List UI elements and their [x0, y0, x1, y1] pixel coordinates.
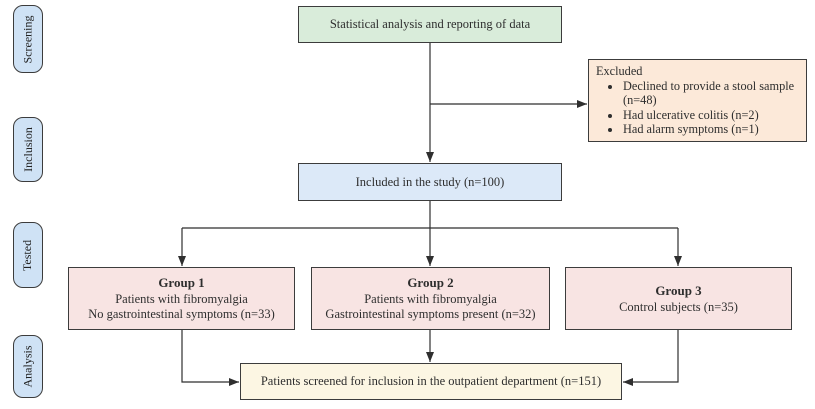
group2-box: Group 2 Patients with fibromyalgia Gastr…	[311, 267, 550, 330]
group2-line: Gastrointestinal symptoms present (n=32)	[325, 307, 536, 321]
stage-pill-inclusion: Inclusion	[13, 117, 43, 182]
excluded-item: Declined to provide a stool sample (n=48…	[622, 79, 800, 108]
excluded-item: Had ulcerative colitis (n=2)	[622, 108, 800, 123]
group3-box: Group 3 Control subjects (n=35)	[565, 267, 792, 330]
stage-pill-analysis: Analysis	[13, 335, 43, 398]
excluded-box: Excluded Declined to provide a stool sam…	[588, 59, 807, 142]
statistical-analysis-label: Statistical analysis and reporting of da…	[329, 17, 531, 31]
group1-line: Patients with fibromyalgia	[115, 292, 248, 306]
group1-box: Group 1 Patients with fibromyalgia No ga…	[68, 267, 295, 330]
group1-title: Group 1	[158, 275, 205, 290]
included-label: Included in the study (n=100)	[355, 174, 505, 189]
group2-title: Group 2	[407, 275, 454, 290]
excluded-item: Had alarm symptoms (n=1)	[622, 122, 800, 137]
stage-pill-screening: Screening	[13, 5, 43, 73]
stage-pill-tested-label: Tested	[20, 239, 35, 271]
group1-line: No gastrointestinal symptoms (n=33)	[88, 307, 275, 321]
stage-pill-analysis-label: Analysis	[20, 345, 35, 388]
excluded-title: Excluded	[596, 64, 643, 78]
connector-group1-to-screened	[181, 330, 239, 386]
stage-pill-screening-label: Screening	[20, 15, 35, 63]
group3-line: Control subjects (n=35)	[619, 299, 738, 314]
connector-group3-to-screened	[623, 330, 679, 386]
included-box: Included in the study (n=100)	[298, 163, 562, 201]
statistical-analysis-box: Statistical analysis and reporting of da…	[298, 6, 562, 43]
screened-label: Patients screened for inclusion in the o…	[260, 374, 602, 388]
group3-title: Group 3	[655, 282, 702, 298]
group2-line: Patients with fibromyalgia	[364, 292, 497, 306]
stage-pill-inclusion-label: Inclusion	[20, 127, 35, 172]
stage-pill-tested: Tested	[13, 222, 43, 288]
excluded-list: Declined to provide a stool sample (n=48…	[596, 79, 800, 137]
screened-box: Patients screened for inclusion in the o…	[240, 363, 622, 400]
